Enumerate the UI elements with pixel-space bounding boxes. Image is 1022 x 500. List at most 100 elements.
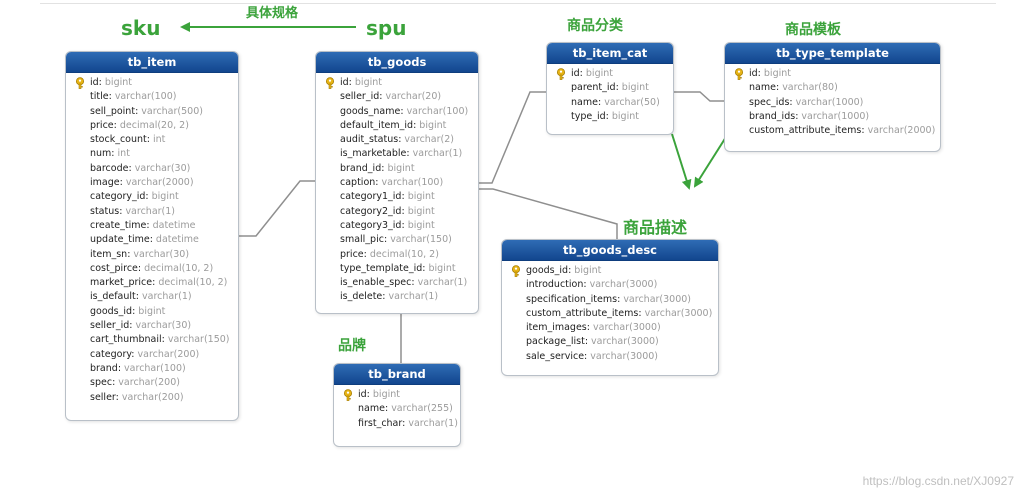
column-row[interactable]: name: varchar(50) <box>571 96 660 108</box>
column-row[interactable]: category1_id: bigint <box>340 191 435 203</box>
column-row[interactable]: type_template_id: bigint <box>340 262 456 274</box>
column-type: datetime <box>152 219 196 231</box>
column-type: varchar(1) <box>125 205 176 217</box>
column-row[interactable]: sell_point: varchar(500) <box>90 105 203 117</box>
column-row[interactable]: category2_id: bigint <box>340 205 435 217</box>
column-row[interactable]: goods_name: varchar(100) <box>340 105 469 117</box>
column-type: bigint <box>763 68 791 79</box>
column-type: int <box>117 148 130 160</box>
column-row[interactable]: brand_ids: varchar(1000) <box>749 110 870 122</box>
column-row[interactable]: goods_id: bigint <box>502 264 718 278</box>
column-name: id <box>749 68 758 79</box>
column-type: varchar(100) <box>124 362 186 374</box>
column-row[interactable]: item_images: varchar(3000) <box>526 322 661 334</box>
column-row[interactable]: id: bigint <box>66 76 238 90</box>
column-row[interactable]: status: varchar(1) <box>90 205 176 217</box>
column-row[interactable]: category: varchar(200) <box>90 348 200 360</box>
column-type: bigint <box>621 82 649 94</box>
column-row[interactable]: num: int <box>90 148 130 160</box>
column-row[interactable]: image: varchar(2000) <box>90 177 194 189</box>
column-row[interactable]: brand_id: bigint <box>340 162 415 174</box>
column-row[interactable]: category3_id: bigint <box>340 219 435 231</box>
column-name: category2_id <box>340 205 402 217</box>
column-name: custom_attribute_items <box>749 125 862 137</box>
column-name: item_images <box>526 322 587 334</box>
column-type: varchar(1) <box>142 291 192 303</box>
column-row[interactable]: category_id: bigint <box>90 191 179 203</box>
column-type: varchar(200) <box>121 391 184 403</box>
column-type: varchar(30) <box>135 320 192 332</box>
table-header: tb_goods_desc <box>502 240 718 261</box>
column-row[interactable]: price: decimal(10, 2) <box>340 248 439 260</box>
column-type: varchar(50) <box>604 96 660 108</box>
column-row[interactable]: audit_status: varchar(2) <box>340 134 454 146</box>
column-row[interactable]: caption: varchar(100) <box>340 177 444 189</box>
column-name: default_item_id <box>340 119 414 131</box>
column-row[interactable]: default_item_id: bigint <box>340 119 447 131</box>
column-row[interactable]: custom_attribute_items: varchar(3000) <box>526 307 713 319</box>
column-row[interactable]: id: bigint <box>316 76 478 90</box>
column-row[interactable]: cost_pirce: decimal(10, 2) <box>90 262 214 274</box>
column-type: bigint <box>407 205 435 217</box>
column-row[interactable]: is_enable_spec: varchar(1) <box>340 277 468 289</box>
column-type: decimal(20, 2) <box>119 119 189 131</box>
column-row[interactable]: brand: varchar(100) <box>90 362 186 374</box>
column-type: varchar(30) <box>134 162 191 174</box>
column-row[interactable]: first_char: varchar(1) <box>358 417 458 429</box>
column-row[interactable]: introduction: varchar(3000) <box>526 279 658 291</box>
column-name: price <box>340 248 364 260</box>
column-row[interactable]: seller_id: varchar(30) <box>90 320 192 332</box>
column-row[interactable]: update_time: datetime <box>90 234 199 246</box>
column-row[interactable]: id: bigint <box>547 67 673 81</box>
column-row[interactable]: stock_count: int <box>90 134 166 146</box>
column-row[interactable]: type_id: bigint <box>571 110 639 122</box>
column-row[interactable]: parent_id: bigint <box>571 82 649 94</box>
column-row[interactable]: barcode: varchar(30) <box>90 162 191 174</box>
column-row[interactable]: market_price: decimal(10, 2) <box>90 277 228 289</box>
column-name: cart_thumbnail <box>90 334 162 346</box>
column-row[interactable]: name: varchar(80) <box>749 82 838 94</box>
column-row[interactable]: create_time: datetime <box>90 219 196 231</box>
column-name: category <box>90 348 132 360</box>
column-row[interactable]: name: varchar(255) <box>358 403 453 415</box>
watermark: https://blog.csdn.net/XJ0927 <box>862 474 1014 488</box>
column-row[interactable]: title: varchar(100) <box>90 91 177 103</box>
column-name: cost_pirce <box>90 262 138 274</box>
column-row[interactable]: specification_items: varchar(3000) <box>526 293 692 305</box>
primary-key-icon <box>557 68 565 80</box>
column-row[interactable]: spec: varchar(200) <box>90 377 180 389</box>
column-row[interactable]: spec_ids: varchar(1000) <box>749 96 864 108</box>
column-name: category_id <box>90 191 146 203</box>
primary-key-icon <box>76 77 84 89</box>
column-row[interactable]: seller: varchar(200) <box>90 391 184 403</box>
column-name: brand <box>90 362 118 374</box>
column-row[interactable]: small_pic: varchar(150) <box>340 234 452 246</box>
column-name: custom_attribute_items <box>526 307 639 319</box>
column-row[interactable]: price: decimal(20, 2) <box>90 119 189 131</box>
column-row[interactable]: goods_id: bigint <box>90 305 166 317</box>
column-row[interactable]: sale_service: varchar(3000) <box>526 350 658 362</box>
column-row[interactable]: is_delete: varchar(1) <box>340 291 439 303</box>
column-row[interactable]: custom_attribute_items: varchar(2000) <box>749 125 936 137</box>
column-name: is_enable_spec <box>340 277 412 289</box>
column-type: datetime <box>155 234 199 246</box>
column-row[interactable]: is_default: varchar(1) <box>90 291 192 303</box>
top-divider <box>40 3 996 4</box>
column-row[interactable]: is_marketable: varchar(1) <box>340 148 463 160</box>
column-row[interactable]: id: bigint <box>725 67 940 81</box>
column-row[interactable]: item_sn: varchar(30) <box>90 248 190 260</box>
column-type: varchar(500) <box>141 105 203 117</box>
column-type: bigint <box>407 219 435 231</box>
table-header: tb_goods <box>316 52 478 73</box>
column-type: varchar(1) <box>417 277 468 289</box>
column-row[interactable]: id: bigint <box>334 388 460 402</box>
column-row[interactable]: cart_thumbnail: varchar(150) <box>90 334 230 346</box>
column-row[interactable]: package_list: varchar(3000) <box>526 336 659 348</box>
column-row[interactable]: seller_id: varchar(20) <box>340 91 442 103</box>
